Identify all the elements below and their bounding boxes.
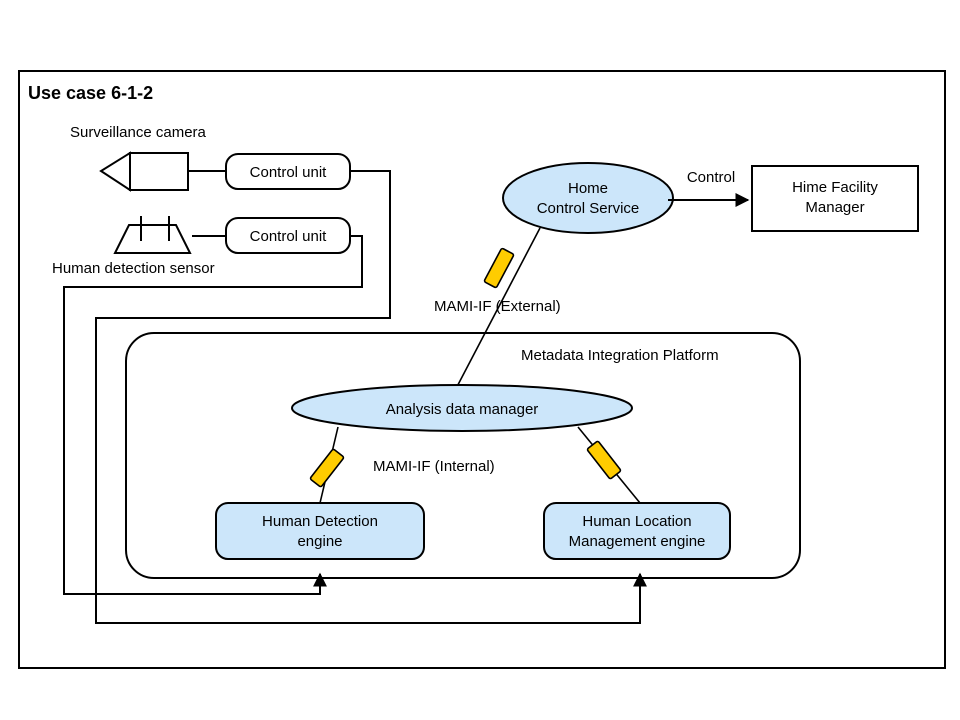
human-detection-engine-line2: engine [297, 533, 342, 550]
camera-body-icon [129, 152, 189, 191]
human-detection-engine-node[interactable] [215, 502, 425, 560]
mami-if-internal-label: MAMI-IF (Internal) [373, 458, 495, 475]
hime-facility-manager-line1: Hime Facility [792, 179, 878, 196]
control-unit-camera-label: Control unit [250, 164, 328, 181]
home-control-service-line2: Control Service [537, 200, 640, 217]
mami-if-internal-marker-right [586, 440, 622, 480]
control-unit-sensor-label: Control unit [250, 228, 328, 245]
human-location-engine-node[interactable] [543, 502, 731, 560]
mami-if-external-marker [483, 247, 515, 289]
mami-if-internal-marker-left [309, 448, 345, 488]
page-title: Use case 6-1-2 [28, 83, 153, 103]
mami-if-external-link [449, 227, 541, 401]
metadata-integration-platform-label: Metadata Integration Platform [521, 347, 719, 364]
surveillance-camera-label: Surveillance camera [70, 124, 207, 141]
human-location-engine-line2: Management engine [569, 533, 706, 550]
human-detection-sensor-label: Human detection sensor [52, 260, 215, 277]
human-detection-engine-line1: Human Detection [262, 513, 378, 530]
human-location-engine-line1: Human Location [582, 513, 691, 530]
metadata-integration-platform [125, 332, 801, 579]
hime-facility-manager-node[interactable] [751, 165, 919, 232]
analysis-data-manager-label: Analysis data manager [386, 401, 539, 418]
analysis-data-manager-node[interactable] [291, 384, 633, 432]
home-control-service-node[interactable] [502, 162, 674, 234]
control-arrow-label: Control [687, 169, 735, 186]
hime-facility-manager-line2: Manager [805, 199, 864, 216]
camera-data-route [95, 170, 647, 624]
mami-if-external-label: MAMI-IF (External) [434, 298, 561, 315]
home-control-service-line1: Home [568, 180, 608, 197]
sensor-data-route [63, 235, 363, 595]
